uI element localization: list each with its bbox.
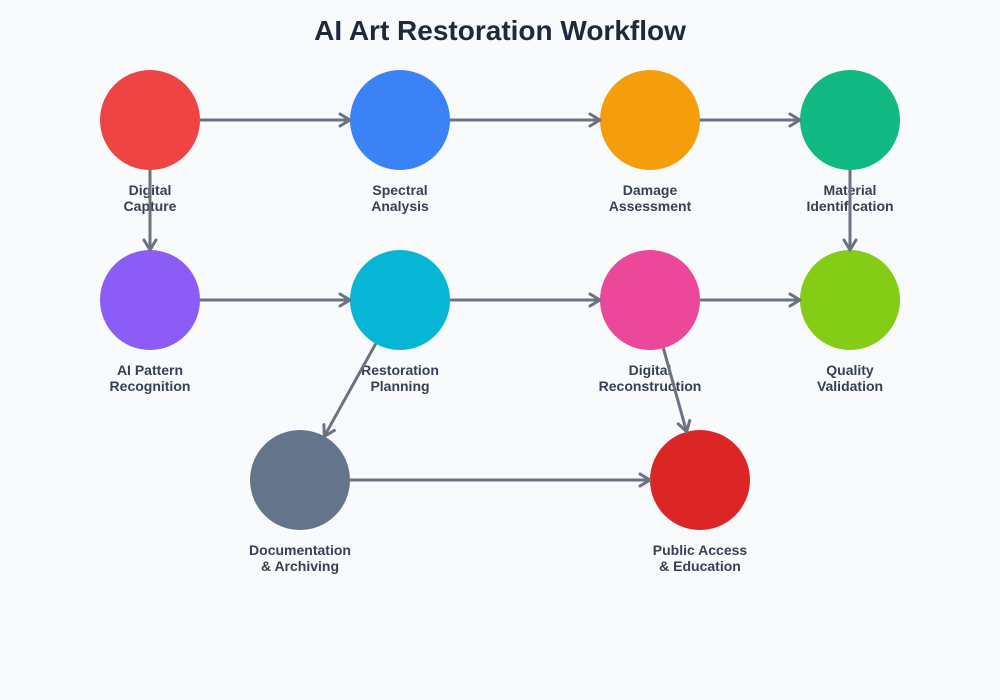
node-label-line: & Archiving — [261, 558, 339, 574]
edge-digital-reconstruction-to-public-access-education — [661, 347, 692, 434]
edge-line — [322, 342, 378, 438]
node-label-line: Recognition — [110, 378, 191, 394]
edges-layer — [142, 112, 858, 488]
node-label-line: Documentation — [249, 542, 351, 558]
node-label-line: AI Pattern — [117, 362, 183, 378]
edge-digital-capture-to-spectral-analysis — [200, 112, 352, 128]
node-label-line: Validation — [817, 378, 883, 394]
node-label-line: Planning — [370, 378, 429, 394]
edge-ai-pattern-recognition-to-restoration-planning — [200, 292, 352, 308]
node-label-line: Reconstruction — [599, 378, 702, 394]
arrowhead-icon — [842, 238, 858, 252]
arrowhead-icon — [676, 419, 692, 434]
arrowhead-icon — [338, 112, 352, 128]
nodes-layer — [100, 70, 900, 530]
edge-line — [661, 347, 689, 433]
node-label-line: Public Access — [653, 542, 748, 558]
node-label-line: Quality — [826, 362, 874, 378]
arrowhead-icon — [588, 112, 602, 128]
node-damage-assessment[interactable] — [600, 70, 700, 170]
node-label-line: Damage — [623, 182, 678, 198]
arrowhead-icon — [322, 423, 336, 438]
arrowhead-icon — [788, 292, 802, 308]
node-label-documentation-archiving: Documentation& Archiving — [249, 542, 351, 574]
diagram-title: AI Art Restoration Workflow — [314, 15, 686, 46]
edge-documentation-archiving-to-public-access-education — [350, 472, 652, 488]
arrowhead-icon — [142, 238, 158, 252]
edge-material-identification-to-quality-validation — [842, 170, 858, 252]
edge-digital-reconstruction-to-quality-validation — [700, 292, 802, 308]
node-label-line: & Education — [659, 558, 741, 574]
node-digital-capture[interactable] — [100, 70, 200, 170]
node-documentation-archiving[interactable] — [250, 430, 350, 530]
node-digital-reconstruction[interactable] — [600, 250, 700, 350]
edge-damage-assessment-to-material-identification — [700, 112, 802, 128]
node-spectral-analysis[interactable] — [350, 70, 450, 170]
edge-spectral-analysis-to-damage-assessment — [450, 112, 602, 128]
node-material-identification[interactable] — [800, 70, 900, 170]
edge-restoration-planning-to-documentation-archiving — [322, 342, 378, 438]
arrowhead-icon — [788, 112, 802, 128]
arrowhead-icon — [588, 292, 602, 308]
node-public-access-education[interactable] — [650, 430, 750, 530]
node-label-line: Digital — [629, 362, 672, 378]
node-label-line: Spectral — [372, 182, 427, 198]
node-restoration-planning[interactable] — [350, 250, 450, 350]
node-ai-pattern-recognition[interactable] — [100, 250, 200, 350]
node-label-line: Restoration — [361, 362, 439, 378]
edge-digital-capture-to-ai-pattern-recognition — [142, 170, 158, 252]
node-label-line: Analysis — [371, 198, 429, 214]
node-label-line: Assessment — [609, 198, 692, 214]
arrowhead-icon — [638, 472, 652, 488]
node-label-public-access-education: Public Access& Education — [653, 542, 748, 574]
edge-restoration-planning-to-digital-reconstruction — [450, 292, 602, 308]
node-quality-validation[interactable] — [800, 250, 900, 350]
arrowhead-icon — [338, 292, 352, 308]
